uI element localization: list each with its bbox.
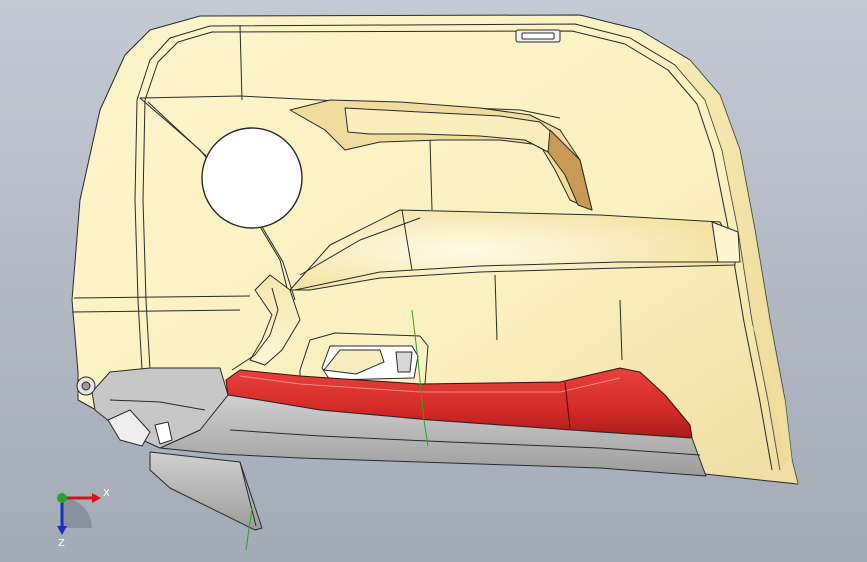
panel-seam <box>494 274 498 341</box>
armrest-crease <box>299 217 421 276</box>
clip-bracket[interactable] <box>107 409 151 447</box>
speaker-grille[interactable] <box>201 127 303 229</box>
pull-handle-opening[interactable] <box>344 107 561 153</box>
lower-bracket-edge <box>239 461 257 527</box>
left-lower-trim-edge <box>109 399 206 411</box>
triad-shadow <box>62 498 92 528</box>
door-panel-model[interactable] <box>71 14 799 551</box>
green-guide-line <box>411 309 429 447</box>
y-axis-dot <box>57 493 67 503</box>
mounting-hole-inner <box>81 381 91 391</box>
rim-shade <box>675 60 792 470</box>
sweep-line <box>231 287 279 371</box>
lower-bracket[interactable] <box>149 451 263 531</box>
lower-kick-panel[interactable] <box>159 394 707 477</box>
kick-panel-line <box>229 429 701 456</box>
panel-seam <box>429 139 433 211</box>
z-axis-arrowhead <box>57 526 67 535</box>
armrest-endcap[interactable] <box>711 221 741 263</box>
coordinate-triad: X Z <box>57 488 110 549</box>
right-edge-strip <box>740 300 798 484</box>
x-axis-arrowhead <box>92 493 101 503</box>
outer-rim-inner <box>144 30 773 471</box>
panel-seam <box>239 24 243 101</box>
top-clip-slot <box>521 32 555 40</box>
armrest-seam <box>401 209 413 271</box>
clip-bracket-small[interactable] <box>154 421 173 445</box>
armrest-lip <box>294 261 735 291</box>
handle-slot <box>395 351 413 373</box>
left-separator-2 <box>71 309 241 313</box>
left-separator <box>73 295 251 299</box>
red-pad-seam <box>564 381 571 429</box>
z-axis-label: Z <box>58 538 65 549</box>
door-handle-lever[interactable] <box>323 349 385 375</box>
x-axis-label: X <box>103 488 110 499</box>
green-guide-line-lower <box>245 507 253 551</box>
panel-seam <box>619 299 623 361</box>
pull-handle-inner-shadow <box>547 129 593 211</box>
red-pad-highlight <box>239 375 621 393</box>
